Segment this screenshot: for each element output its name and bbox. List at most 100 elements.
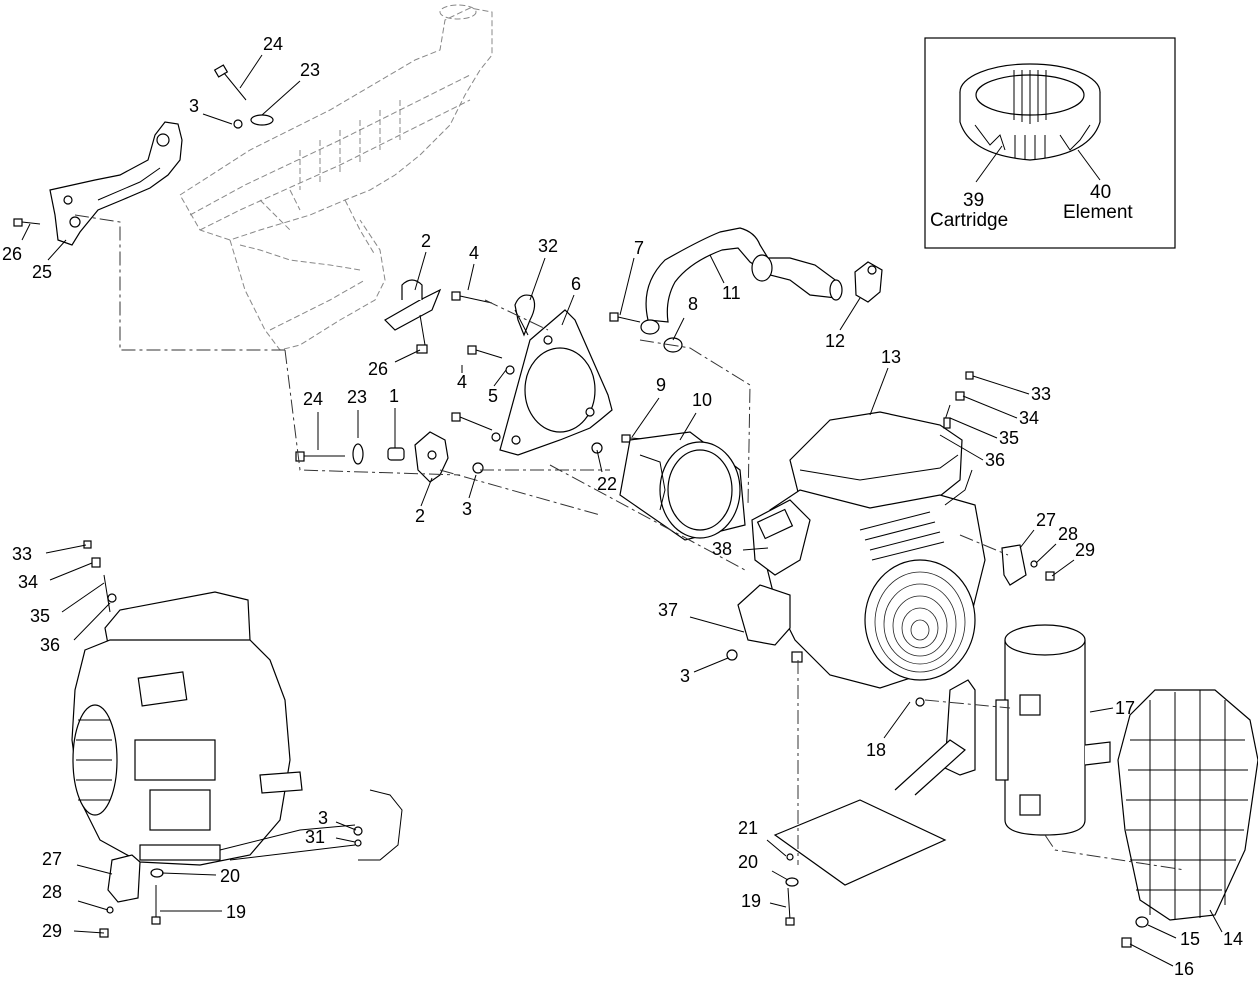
callout-leader-c21 xyxy=(766,839,787,857)
callout-label-c19b: 19 xyxy=(741,891,761,911)
callout-leader-c36b xyxy=(73,602,111,641)
inset-label-40-name: Element xyxy=(1063,202,1133,223)
callout-label-c32: 32 xyxy=(538,236,558,256)
engine-13 xyxy=(751,411,986,689)
washer-15 xyxy=(1135,916,1149,928)
callout-leader-c31 xyxy=(335,837,356,843)
callout-label-c27a: 27 xyxy=(1036,510,1056,530)
callout-label-c18: 18 xyxy=(866,740,886,760)
callout-leader-c37 xyxy=(689,616,745,633)
callout-label-c3d: 3 xyxy=(318,808,328,828)
nut-22 xyxy=(591,442,603,454)
callout-label-c17: 17 xyxy=(1115,698,1135,718)
engine-mount-bracket xyxy=(49,121,183,246)
callout-label-c33b: 33 xyxy=(12,544,32,564)
callout-label-c22: 22 xyxy=(597,474,617,494)
callout-leader-c29b xyxy=(73,930,105,934)
callout-label-c23b: 23 xyxy=(347,387,367,407)
muffler-bracket xyxy=(773,679,976,886)
callout-label-c13: 13 xyxy=(881,347,901,367)
callout-label-c29b: 29 xyxy=(42,921,62,941)
callout-leader-c10 xyxy=(679,412,697,441)
inset-label-39-name: Cartridge xyxy=(930,210,1008,231)
callout-leader-c22 xyxy=(596,449,603,473)
callout-label-c36b: 36 xyxy=(40,635,60,655)
inset-label-40-number: 40 xyxy=(1090,182,1111,203)
callout-label-c24b: 24 xyxy=(303,389,323,409)
callout-leader-c14 xyxy=(1209,909,1223,933)
clamp-12 xyxy=(854,261,883,303)
dipstick-hardware-right xyxy=(943,371,974,429)
callout-label-c28a: 28 xyxy=(1058,524,1078,544)
callout-label-c16: 16 xyxy=(1174,959,1194,979)
callout-leader-c8 xyxy=(672,317,685,341)
callout-leader-c7 xyxy=(619,257,635,316)
callout-leader-c26a xyxy=(21,223,31,241)
callout-label-c35b: 35 xyxy=(30,606,50,626)
callout-label-c3a: 3 xyxy=(189,96,199,116)
callout-label-c2a: 2 xyxy=(421,231,431,251)
hardware-19-20-left xyxy=(150,868,164,925)
isolator-mount-lower xyxy=(414,431,449,483)
callout-leader-c25a xyxy=(47,239,67,261)
callout-label-c37: 37 xyxy=(658,600,678,620)
nut-3-right xyxy=(726,649,738,661)
exhaust-pipe-11 xyxy=(645,227,843,323)
flange-8 xyxy=(640,319,683,353)
callout-label-c34a: 34 xyxy=(1019,408,1039,428)
filter-cartridge-drawing xyxy=(959,63,1101,161)
callout-leader-c3b xyxy=(468,474,477,499)
callout-leader-c24a xyxy=(239,54,263,89)
callout-label-c20b: 20 xyxy=(738,852,758,872)
callout-leader-c20a xyxy=(161,872,217,876)
muffler-guard-14 xyxy=(1117,689,1258,921)
callout-label-c26a: 26 xyxy=(2,244,22,264)
callout-label-c11: 11 xyxy=(722,283,741,303)
callout-label-c3c: 3 xyxy=(680,666,690,686)
callout-leader-c26b xyxy=(394,349,421,363)
callout-label-c29a: 29 xyxy=(1075,540,1095,560)
nut-3-lower xyxy=(472,462,484,474)
callout-leader-c27a xyxy=(1019,529,1035,549)
callout-leader-c4a xyxy=(467,263,475,291)
callout-label-c27b: 27 xyxy=(42,849,62,869)
callout-leader-c34a xyxy=(962,395,1018,419)
callout-label-c21: 21 xyxy=(738,818,758,838)
bolts-4 xyxy=(451,291,503,431)
callout-leader-c33b xyxy=(45,544,87,554)
hardware-3-31-left xyxy=(219,789,403,861)
callout-label-c4a: 4 xyxy=(469,243,479,263)
callout-label-c3b: 3 xyxy=(462,499,472,519)
callout-leader-c2a xyxy=(414,251,427,291)
alignment-lines xyxy=(74,214,1186,871)
callout-leader-c16 xyxy=(1129,943,1174,967)
bolt-7 xyxy=(609,312,641,323)
washer-23-lower xyxy=(352,443,364,465)
callout-leader-c27b xyxy=(76,864,113,875)
inset-label-39-number: 39 xyxy=(963,190,984,211)
callout-leader-c3a xyxy=(202,113,233,125)
engine-alternate-view xyxy=(71,591,303,866)
callout-label-c35a: 35 xyxy=(999,428,1019,448)
callout-leader-c18 xyxy=(883,701,911,739)
callout-label-c7: 7 xyxy=(634,238,644,258)
dipstick-hardware-left xyxy=(83,540,117,613)
callout-label-c15: 15 xyxy=(1180,929,1200,949)
heat-shield-27 xyxy=(1001,544,1055,586)
callout-label-c8: 8 xyxy=(688,294,698,314)
callout-leader-c35b xyxy=(61,582,105,613)
nut-3-upper xyxy=(233,119,243,129)
mounting-plate-6 xyxy=(499,309,613,456)
callout-label-c9: 9 xyxy=(656,375,666,395)
callout-leader-c19b xyxy=(769,902,787,908)
nut-5 xyxy=(505,365,515,375)
adapter-10 xyxy=(619,431,746,541)
isolator-mount-upper xyxy=(384,279,442,354)
callout-label-c24a: 24 xyxy=(263,34,283,54)
spacer-1 xyxy=(387,447,405,461)
callout-leader-c33a xyxy=(972,375,1030,395)
callout-label-c4b: 4 xyxy=(457,372,467,392)
callout-leader-c32 xyxy=(529,257,546,301)
callout-leader-c29a xyxy=(1051,559,1075,577)
